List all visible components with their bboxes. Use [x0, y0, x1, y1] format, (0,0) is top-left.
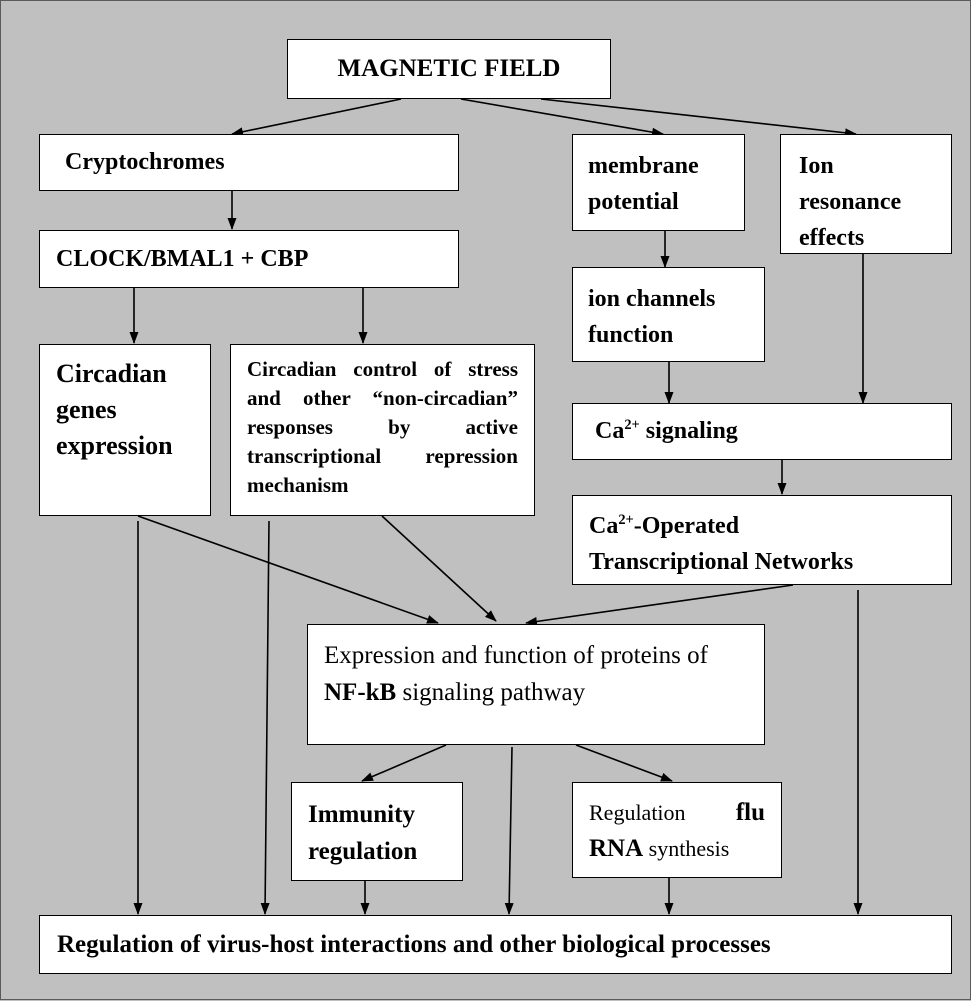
ion-channels-line-2: function: [588, 322, 674, 348]
membrane-potential-line-1: membrane: [588, 153, 699, 179]
membrane-potential-box: membrane potential: [572, 134, 745, 231]
ion-resonance-line-2: resonance: [799, 189, 902, 215]
ca-signaling-rest: signaling: [639, 418, 738, 444]
circadian-genes-line-3: expression: [56, 431, 173, 460]
ca-signaling-superscript: 2+: [624, 417, 640, 433]
flu-rna: RNA: [589, 835, 644, 862]
ca-operated-rest: -Operated: [633, 513, 740, 539]
immunity-box: Immunity regulation: [291, 782, 463, 881]
arrow-circadian-control-to-nfkb: [381, 515, 497, 622]
circadian-genes-box: Circadian genes expression: [39, 344, 211, 516]
immunity-line-1: Immunity: [308, 801, 415, 828]
ca-operated-line-1: Ca2+-Operated: [589, 508, 951, 544]
arrow-circadian-control-to-virus-host: [260, 520, 270, 915]
immunity-line-2: regulation: [308, 838, 418, 865]
nfkb-suffix: signaling pathway: [396, 679, 586, 706]
flu-regulation: Regulation: [589, 800, 686, 825]
arrow-field-to-ion-resonance: [540, 98, 857, 138]
virus-host-label: Regulation of virus-host interactions an…: [57, 931, 771, 958]
arrow-ca-operated-to-nfkb: [525, 584, 794, 626]
ca-operated-line-2: Transcriptional Networks: [589, 549, 854, 575]
flu-line-2: RNA synthesis: [589, 831, 765, 870]
ca-operated-ca: Ca: [589, 513, 619, 539]
flu-synthesis: synthesis: [643, 836, 730, 861]
ion-channels-box: ion channels function: [572, 267, 765, 362]
circadian-genes-line-1: Circadian: [56, 359, 167, 388]
nfkb-bold: NF-kB: [324, 679, 397, 706]
magnetic-field-box: MAGNETIC FIELD: [287, 39, 611, 99]
ca-signaling-box: Ca2+ signaling: [572, 403, 952, 460]
cryptochromes-label: Cryptochromes: [65, 149, 225, 175]
magnetic-field-label: MAGNETIC FIELD: [337, 55, 561, 83]
ca-operated-box: Ca2+-Operated Transcriptional Networks: [572, 495, 952, 585]
circadian-genes-line-2: genes: [56, 395, 117, 424]
flu-box: Regulation flu RNA synthesis: [572, 782, 782, 878]
ion-resonance-line-3: effects: [799, 225, 865, 251]
flu-line-1: Regulation flu: [589, 795, 765, 831]
arrow-nfkb-to-virus-host: [504, 746, 514, 915]
cryptochromes-box: Cryptochromes: [39, 134, 459, 191]
nfkb-box: Expression and function of proteins of N…: [307, 624, 765, 745]
ion-channels-line-1: ion channels: [588, 286, 716, 312]
ion-resonance-line-1: Ion: [799, 153, 834, 179]
membrane-potential-line-2: potential: [588, 189, 679, 215]
circadian-control-box: Circadian control of stress and other “n…: [230, 344, 535, 516]
circadian-control-label: Circadian control of stress and other “n…: [247, 357, 518, 497]
virus-host-box: Regulation of virus-host interactions an…: [39, 915, 952, 974]
ion-resonance-box: Ion resonance effects: [780, 134, 952, 254]
arrow-field-to-cryptochromes: [231, 98, 402, 137]
arrow-nfkb-to-immunity: [361, 744, 447, 782]
nfkb-prefix: Expression and function of proteins of: [324, 642, 708, 669]
arrow-circadian-genes-to-nfkb: [137, 515, 439, 624]
arrow-nfkb-to-flu: [575, 744, 673, 782]
clock-label: CLOCK/BMAL1 + CBP: [56, 246, 309, 272]
ca-operated-superscript: 2+: [618, 512, 634, 528]
clock-box: CLOCK/BMAL1 + CBP: [39, 230, 459, 288]
flu-bold-word: flu: [735, 799, 765, 826]
arrow-field-to-membrane: [460, 98, 664, 137]
ca-signaling-ca: Ca: [595, 418, 625, 444]
